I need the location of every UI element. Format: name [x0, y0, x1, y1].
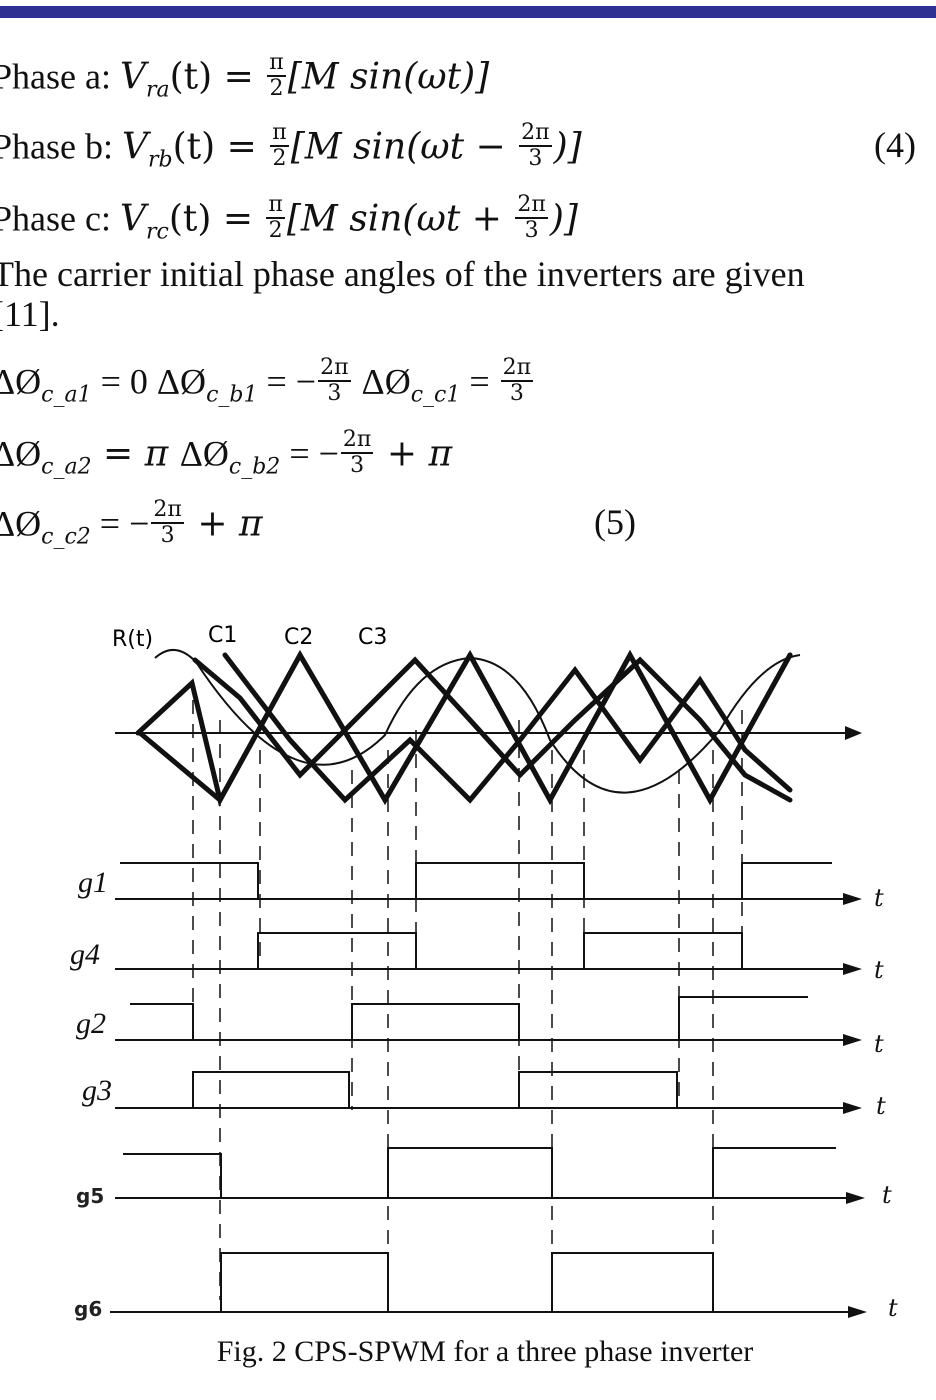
t-label-g6: t — [888, 1294, 898, 1322]
label-c3: C3 — [358, 625, 387, 650]
figure-caption: Fig. 2 CPS-SPWM for a three phase invert… — [216, 1335, 754, 1368]
gate-arrows — [843, 893, 867, 1318]
g1-wave — [120, 862, 832, 900]
g5-wave — [123, 1147, 836, 1199]
top-axis-arrow — [845, 726, 862, 740]
t-label-g4: t — [874, 956, 884, 984]
label-r-t: R(t) — [112, 627, 153, 652]
header-rule — [0, 6, 936, 18]
equation-number-4: (4) — [874, 125, 916, 165]
paragraph-line-2: [11]. — [0, 294, 60, 334]
g2-wave — [130, 996, 808, 1041]
g4-wave — [257, 932, 743, 970]
g6-wave — [220, 1252, 714, 1313]
label-g6: g6 — [74, 1297, 102, 1321]
t-label-g3: t — [876, 1092, 886, 1120]
carrier-c3 — [192, 656, 793, 803]
paragraph-line-1: The carrier initial phase angles of the … — [0, 254, 805, 294]
guide-lines — [192, 700, 743, 1300]
gate-waveforms — [110, 862, 850, 1313]
carrier-c2 — [137, 649, 793, 806]
equation-number-5: (5) — [594, 502, 636, 542]
t-label-g5: t — [882, 1181, 892, 1209]
t-label-g2: t — [874, 1030, 884, 1058]
t-label-g1: t — [874, 884, 884, 912]
label-g3: g3 — [82, 1074, 112, 1107]
label-g4: g4 — [70, 938, 100, 971]
carrier-c4 — [222, 652, 793, 804]
label-g2: g2 — [76, 1007, 106, 1040]
cps-spwm-figure: R(t) C1 C2 C3 g1 g4 g2 g3 — [70, 623, 898, 1322]
label-g1: g1 — [78, 866, 108, 899]
g3-wave — [192, 1071, 678, 1109]
carrier-c1 — [135, 649, 793, 807]
label-c1: C1 — [208, 623, 237, 648]
label-c2: C2 — [284, 625, 313, 650]
carrier-group — [135, 649, 793, 807]
label-g5: g5 — [76, 1184, 104, 1208]
